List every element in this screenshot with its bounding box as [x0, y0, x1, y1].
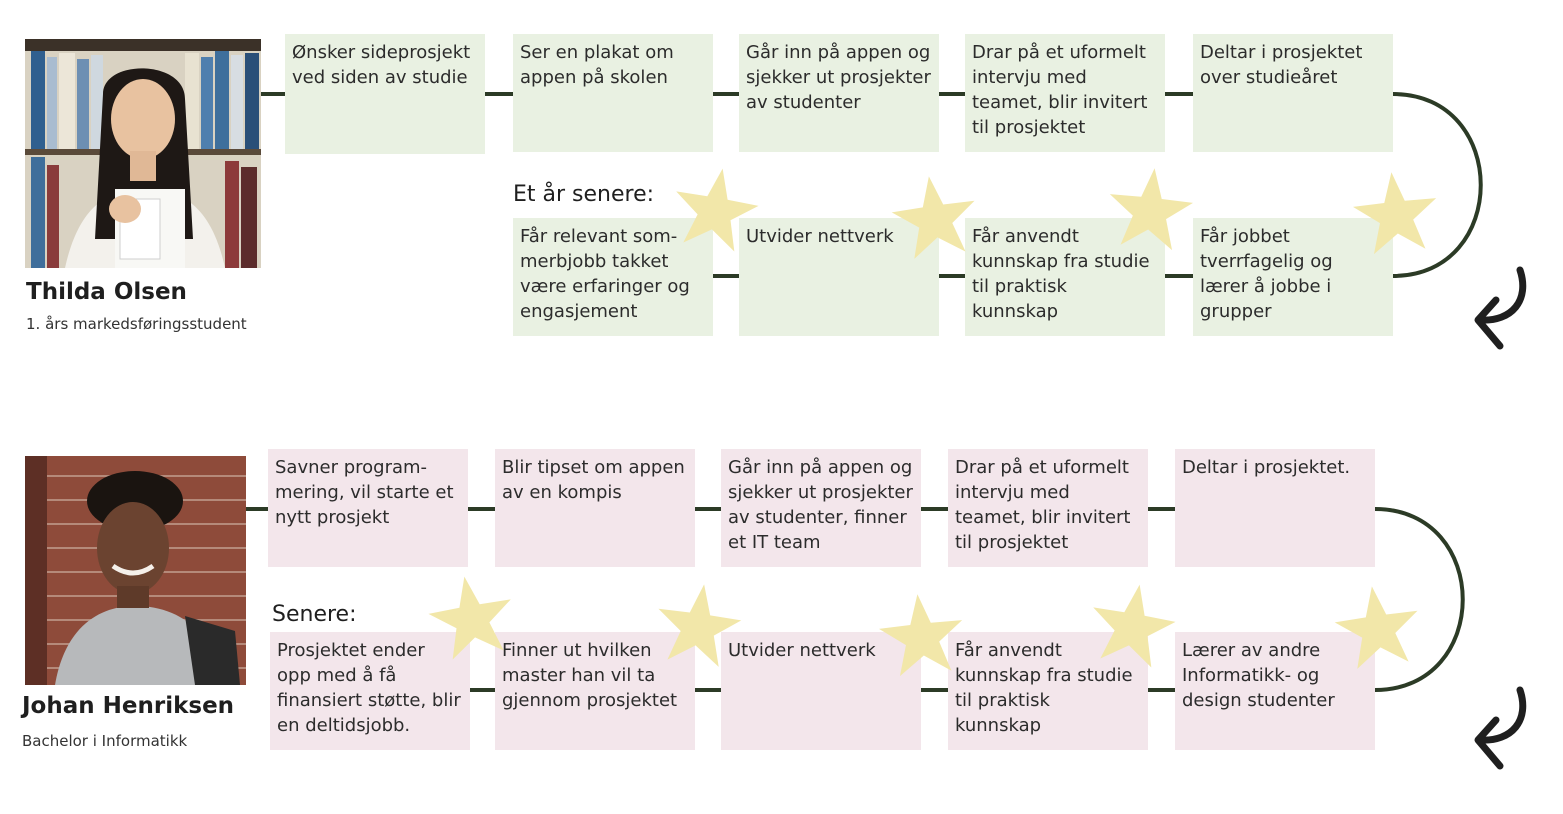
persona2-step-3: Går inn på appen og sjekker ut prosjekte…	[721, 449, 921, 567]
connector-line	[470, 688, 495, 692]
persona1-step-2: Ser en plakat om appen på skolen	[513, 34, 713, 152]
connector-line	[261, 92, 285, 96]
connector-line	[1148, 688, 1175, 692]
persona1-name: Thilda Olsen	[26, 279, 187, 305]
connector-line	[468, 507, 495, 511]
curved-arrow-icon	[1476, 686, 1527, 744]
persona1-outcome-3: Får anvendt kunnskap fra studie til prak…	[965, 218, 1165, 336]
connector-line	[246, 507, 268, 511]
persona2-outcome-1: Prosjektet ender opp med å få finansiert…	[270, 632, 470, 750]
connector-line	[713, 92, 739, 96]
connector-line	[939, 92, 965, 96]
connector-line	[713, 274, 739, 278]
curved-arrow-icon	[1474, 296, 1504, 350]
connector-line	[921, 688, 948, 692]
return-curve	[1392, 92, 1483, 278]
connector-line	[695, 688, 721, 692]
persona2-outcome-3: Utvider nettverk	[721, 632, 921, 750]
persona2-step-4: Drar på et uformelt intervju med teamet,…	[948, 449, 1148, 567]
return-curve	[1374, 507, 1465, 692]
persona1-step-1: Ønsker sideprosjekt ved siden av studie	[285, 34, 485, 154]
persona2-step-1: Savner program-mering, vil starte et nyt…	[268, 449, 468, 567]
persona2-step-5: Deltar i prosjektet.	[1175, 449, 1375, 567]
connector-line	[1165, 92, 1193, 96]
curved-arrow-icon	[1474, 716, 1504, 770]
persona1-outcome-2: Utvider nettverk	[739, 218, 939, 336]
persona2-name: Johan Henriksen	[22, 693, 235, 719]
connector-line	[921, 507, 948, 511]
curved-arrow-icon	[1476, 266, 1527, 324]
persona1-step-5: Deltar i prosjektet over studieåret	[1193, 34, 1393, 152]
persona2-outcome-4: Får anvendt kunnskap fra studie til prak…	[948, 632, 1148, 750]
persona2-outcome-2: Finner ut hvilken master han vil ta gjen…	[495, 632, 695, 750]
persona2-later-label: Senere:	[272, 602, 357, 627]
connector-line	[485, 92, 513, 96]
persona2-role: Bachelor i Informatikk	[22, 732, 188, 750]
persona1-outcome-1: Får relevant som-merbjobb takket være er…	[513, 218, 713, 336]
persona2-outcome-5: Lærer av andre Informatikk- og design st…	[1175, 632, 1375, 750]
persona1-step-4: Drar på et uformelt intervju med teamet,…	[965, 34, 1165, 152]
connector-line	[695, 507, 721, 511]
connector-line	[1148, 507, 1175, 511]
persona2-photo	[25, 456, 246, 685]
persona1-outcome-4: Får jobbet tverrfagelig og lærer å jobbe…	[1193, 218, 1393, 336]
connector-line	[939, 274, 965, 278]
connector-line	[1165, 274, 1193, 278]
persona2-step-2: Blir tipset om appen av en kompis	[495, 449, 695, 567]
persona1-role: 1. års markedsføringsstudent	[26, 315, 247, 333]
persona1-later-label: Et år senere:	[513, 182, 655, 207]
persona1-step-3: Går inn på appen og sjekker ut prosjekte…	[739, 34, 939, 152]
persona1-photo	[25, 39, 261, 268]
